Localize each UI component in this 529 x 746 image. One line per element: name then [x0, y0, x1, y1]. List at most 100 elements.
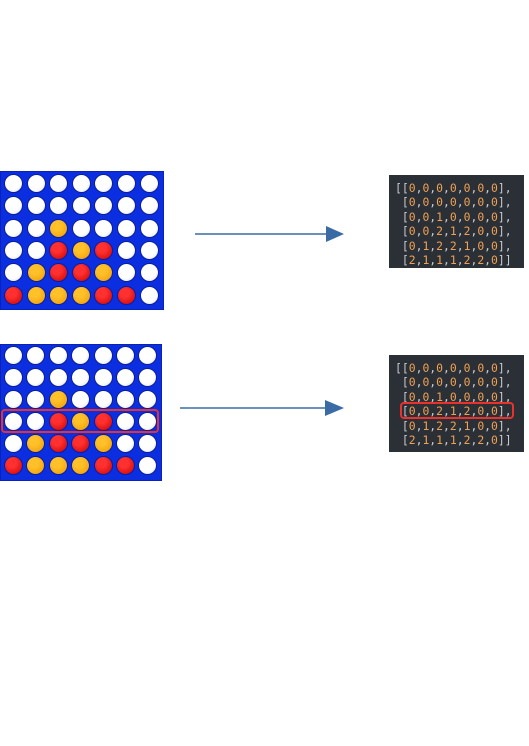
matrix-top-line: [[0,0,0,0,0,0,0],	[395, 181, 512, 195]
board-cell-r0-c3	[71, 174, 91, 193]
board-cell-r5-c5	[117, 285, 136, 305]
board-cell-r0-c6	[139, 174, 159, 193]
board-cell-r0-c3	[71, 346, 91, 365]
board-cell-r0-c4	[94, 174, 114, 193]
board-cell-r1-c1	[26, 196, 46, 216]
board-cell-r5-c0	[4, 285, 23, 305]
board-cell-r1-c5	[117, 196, 136, 216]
board-cell-r2-c1	[26, 218, 46, 238]
board-cell-r1-c3	[71, 196, 91, 216]
board-cell-r2-c5	[116, 390, 135, 409]
board-cell-r4-c0	[4, 263, 23, 283]
arrow-bottom-icon	[180, 400, 344, 416]
board-cell-r5-c5	[116, 456, 135, 475]
matrix-bottom-line: [0,0,2,1,2,0,0],	[401, 404, 512, 419]
board-cell-r1-c2	[48, 368, 68, 387]
board-cell-r4-c6	[138, 434, 158, 453]
board-cell-r4-c2	[49, 263, 69, 283]
board-cell-r2-c5	[117, 218, 136, 238]
board-bottom	[0, 344, 162, 481]
board-cell-r1-c2	[49, 196, 69, 216]
board-cell-r3-c2	[49, 240, 69, 260]
board-cell-r5-c3	[71, 285, 91, 305]
board-cell-r3-c2	[48, 412, 68, 431]
board-top	[0, 171, 164, 310]
board-cell-r5-c1	[26, 285, 46, 305]
board-cell-r5-c1	[26, 456, 46, 475]
board-cell-r1-c5	[116, 368, 135, 387]
board-cell-r2-c2	[48, 390, 68, 409]
board-cell-r3-c3	[71, 240, 91, 260]
board-cell-r2-c6	[139, 218, 159, 238]
board-cell-r3-c3	[71, 412, 91, 431]
board-cell-r3-c5	[116, 412, 135, 431]
matrix-bottom-line: [0,0,0,0,0,0,0],	[401, 375, 512, 390]
board-cell-r3-c1	[26, 412, 46, 431]
board-cell-r4-c5	[116, 434, 135, 453]
board-cell-r5-c2	[48, 456, 68, 475]
matrix-row-highlight	[400, 402, 514, 419]
board-cell-r0-c0	[4, 346, 23, 365]
board-cell-r4-c5	[117, 263, 136, 283]
board-cell-r3-c0	[4, 412, 23, 431]
board-cell-r2-c4	[93, 390, 113, 409]
matrix-bottom-line: [[0,0,0,0,0,0,0],	[395, 361, 512, 375]
board-cell-r4-c2	[48, 434, 68, 453]
board-cell-r1-c6	[139, 196, 159, 216]
board-cell-r4-c6	[139, 263, 159, 283]
board-cell-r5-c4	[93, 456, 113, 475]
board-cell-r1-c0	[4, 196, 23, 216]
board-cell-r3-c0	[4, 240, 23, 260]
matrix-top-line: [0,0,1,0,0,0,0],	[401, 209, 512, 224]
board-cell-r1-c4	[94, 196, 114, 216]
board-cell-r4-c3	[71, 434, 91, 453]
board-row-highlight	[1, 409, 159, 433]
board-cell-r5-c6	[139, 285, 159, 305]
board-cell-r2-c3	[71, 390, 91, 409]
board-cell-r2-c3	[71, 218, 91, 238]
board-cell-r0-c1	[26, 174, 46, 193]
board-cell-r3-c4	[93, 412, 113, 431]
board-cell-r5-c6	[138, 456, 158, 475]
board-cell-r3-c6	[139, 240, 159, 260]
board-cell-r2-c0	[4, 218, 23, 238]
matrix-top-line: [0,1,2,2,1,0,0],	[401, 238, 512, 253]
board-cell-r0-c1	[26, 346, 46, 365]
board-cell-r3-c1	[26, 240, 46, 260]
board-cell-r4-c4	[93, 434, 113, 453]
board-cell-r4-c1	[26, 434, 46, 453]
board-cell-r1-c6	[138, 368, 158, 387]
board-cell-r0-c5	[116, 346, 135, 365]
matrix-top-line: [0,0,0,0,0,0,0],	[401, 195, 512, 210]
matrix-top-line: [2,1,1,1,2,2,0]]	[401, 252, 512, 267]
matrix-top-line: [0,0,2,1,2,0,0],	[401, 224, 512, 239]
board-cell-r3-c4	[94, 240, 114, 260]
board-cell-r0-c2	[48, 346, 68, 365]
board-cell-r4-c4	[94, 263, 114, 283]
board-cell-r1-c1	[26, 368, 46, 387]
board-cell-r0-c2	[49, 174, 69, 193]
matrix-bottom-line: [0,0,1,0,0,0,0],	[401, 389, 512, 404]
board-cell-r5-c4	[94, 285, 114, 305]
board-cell-r1-c3	[71, 368, 91, 387]
board-cell-r1-c4	[93, 368, 113, 387]
board-cell-r0-c4	[93, 346, 113, 365]
board-cell-r1-c0	[4, 368, 23, 387]
board-cell-r4-c0	[4, 434, 23, 453]
board-cell-r2-c1	[26, 390, 46, 409]
board-cell-r0-c5	[117, 174, 136, 193]
board-cell-r5-c3	[71, 456, 91, 475]
matrix-bottom-line: [2,1,1,1,2,2,0]]	[401, 432, 512, 447]
board-cell-r3-c5	[117, 240, 136, 260]
board-cell-r5-c2	[49, 285, 69, 305]
board-cell-r2-c6	[138, 390, 158, 409]
board-cell-r4-c3	[71, 263, 91, 283]
board-cell-r0-c0	[4, 174, 23, 193]
matrix-top: [[0,0,0,0,0,0,0], [0,0,0,0,0,0,0], [0,0,…	[389, 175, 524, 268]
board-cell-r4-c1	[26, 263, 46, 283]
board-cell-r2-c2	[49, 218, 69, 238]
board-cell-r2-c0	[4, 390, 23, 409]
board-cell-r3-c6	[138, 412, 158, 431]
board-cell-r5-c0	[4, 456, 23, 475]
board-cell-r0-c6	[138, 346, 158, 365]
